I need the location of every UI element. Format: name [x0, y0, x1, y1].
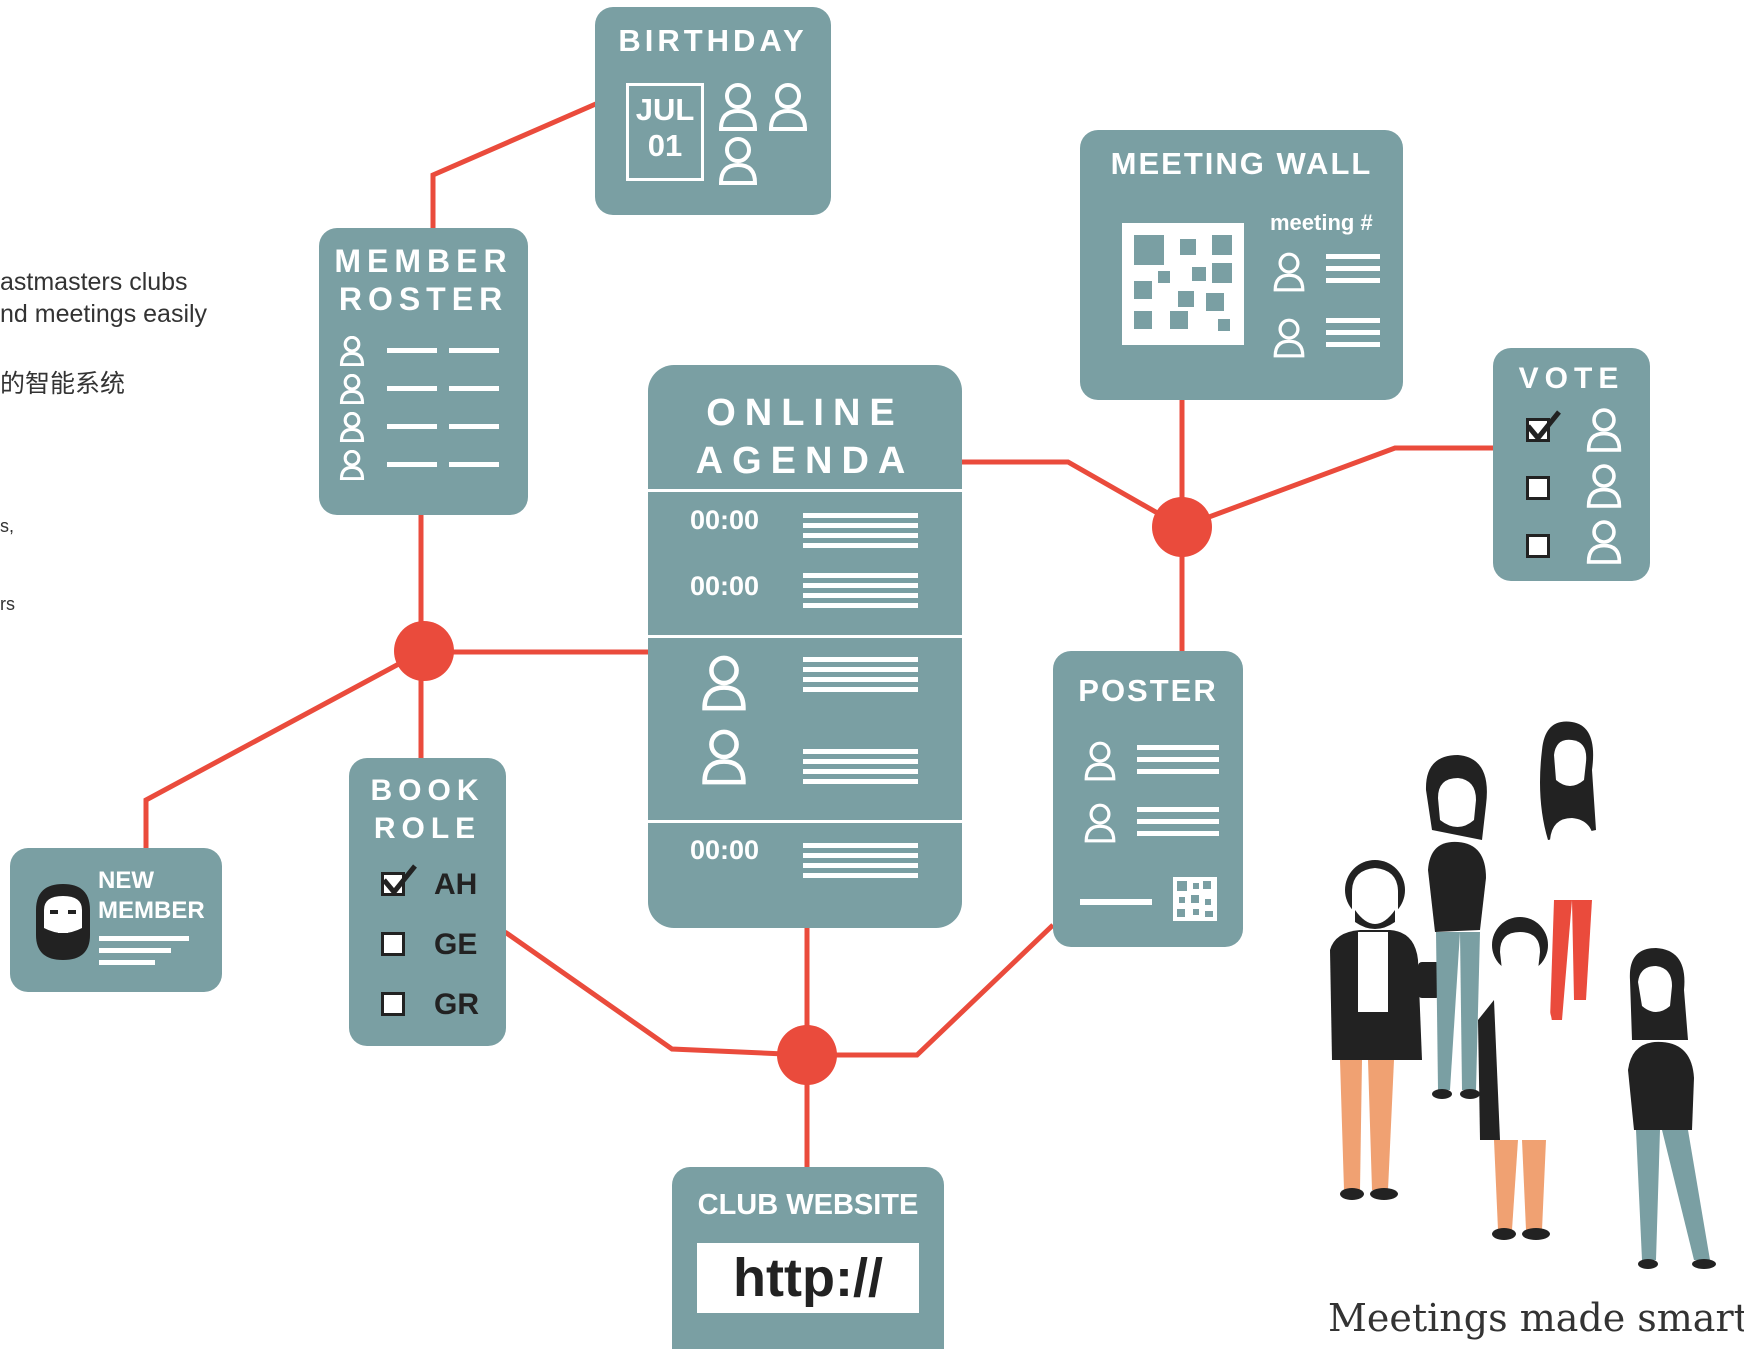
side-text-line3: 的智能系统: [0, 369, 126, 398]
person-icon: [1273, 318, 1305, 358]
checkbox-icon[interactable]: [381, 932, 405, 956]
side-text-line2: nd meetings easily: [0, 300, 208, 328]
poster-card[interactable]: POSTER: [1053, 651, 1243, 947]
woman-figure-2: [1540, 721, 1596, 1020]
agenda-lines: [803, 657, 918, 784]
agenda-divider: [648, 635, 962, 638]
side-text-line1: astmasters clubs: [0, 268, 188, 296]
agenda-time-2: 00:00: [690, 571, 760, 601]
person-icon: [702, 729, 746, 785]
poster-signature-line: [1080, 899, 1152, 905]
agenda-lines: [803, 513, 918, 608]
person-icon: [339, 450, 365, 480]
online-agenda-card[interactable]: ONLINE AGENDA 00:00 00:00 00:00: [648, 365, 962, 928]
person-icon: [339, 374, 365, 404]
side-text-line4: s,: [0, 516, 15, 536]
vote-card[interactable]: VOTE: [1493, 348, 1650, 581]
poster-title: POSTER: [1078, 673, 1218, 708]
agenda-time-3: 00:00: [690, 835, 760, 865]
online-agenda-title-line1: ONLINE: [706, 392, 904, 434]
person-icon: [768, 83, 808, 131]
book-role-card[interactable]: BOOK ROLE AH GE GR: [349, 758, 506, 1046]
vote-title: VOTE: [1518, 362, 1625, 395]
calendar-day: 01: [647, 128, 683, 163]
birthday-title: BIRTHDAY: [618, 23, 808, 58]
edge-poster-hub: [807, 923, 1055, 1058]
person-icon: [718, 137, 758, 185]
person-icon: [339, 412, 365, 442]
role-label: GR: [434, 988, 479, 1021]
side-text-line5: rs: [0, 594, 15, 614]
woman-figure-1: [1425, 755, 1487, 1099]
person-icon: [1586, 520, 1622, 564]
hub-node-bottom: [777, 1025, 837, 1085]
person-icon: [339, 336, 365, 366]
club-website-title: CLUB WEBSITE: [697, 1189, 919, 1221]
hub-node-left: [394, 621, 454, 681]
meeting-wall-title: MEETING WALL: [1110, 146, 1373, 181]
person-icon: [702, 655, 746, 711]
people-group-illustration: [1330, 721, 1716, 1269]
edge-agenda-hub-right: [962, 459, 1184, 530]
qr-code-icon: [1122, 223, 1244, 345]
calendar-month: JUL: [635, 92, 695, 127]
online-agenda-title-line2: AGENDA: [695, 440, 915, 482]
new-member-title-line1: NEW: [98, 867, 154, 894]
man-figure: [1330, 860, 1440, 1200]
hub-node-right: [1152, 497, 1212, 557]
checkbox-icon[interactable]: [381, 992, 405, 1016]
edge-hub-vote: [1181, 445, 1493, 530]
checkbox-icon[interactable]: [1526, 534, 1550, 558]
qr-code-icon: [1173, 877, 1217, 921]
roster-lines: [387, 348, 499, 467]
calendar-date: JUL 01: [626, 83, 704, 181]
role-label: GE: [434, 928, 478, 961]
new-member-card[interactable]: NEW MEMBER: [10, 848, 222, 992]
tagline: Meetings made smarter: [1328, 1296, 1744, 1340]
person-icon: [718, 83, 758, 131]
bearded-avatar-icon: [36, 884, 90, 960]
member-roster-title-line1: MEMBER: [334, 243, 513, 279]
role-label: AH: [434, 868, 478, 901]
agenda-divider: [648, 820, 962, 823]
member-roster-title-line2: ROSTER: [338, 281, 509, 317]
edge-hub-newmember: [143, 649, 423, 848]
agenda-time-1: 00:00: [690, 505, 760, 535]
club-website-card[interactable]: CLUB WEBSITE http://: [672, 1167, 944, 1349]
woman-figure-3: [1628, 948, 1716, 1269]
meeting-number-label: meeting #: [1270, 210, 1373, 235]
edge-birthday-roster: [430, 100, 599, 230]
edge-bookrole-hub: [503, 929, 808, 1058]
member-roster-card[interactable]: MEMBER ROSTER: [319, 228, 528, 515]
checkbox-icon[interactable]: [1526, 476, 1550, 500]
new-member-title-line2: MEMBER: [98, 897, 205, 924]
book-role-title-line2: ROLE: [373, 812, 482, 845]
new-member-lines: [99, 936, 189, 965]
person-icon: [1586, 408, 1622, 452]
person-icon: [1273, 252, 1305, 292]
person-icon: [1084, 803, 1116, 843]
person-icon: [1084, 741, 1116, 781]
agenda-divider: [648, 489, 962, 492]
poster-lines: [1137, 745, 1219, 836]
boy-figure: [1478, 917, 1552, 1240]
meeting-wall-card[interactable]: MEETING WALL meeting #: [1080, 130, 1403, 400]
meeting-wall-lines: [1326, 254, 1380, 347]
book-role-title-line1: BOOK: [370, 774, 485, 807]
birthday-card[interactable]: BIRTHDAY JUL 01: [595, 7, 831, 215]
person-icon: [1586, 464, 1622, 508]
agenda-lines: [803, 843, 918, 878]
website-url-box[interactable]: http://: [697, 1243, 919, 1313]
checkmark-icon: [382, 864, 417, 896]
checkmark-icon: [1526, 410, 1561, 442]
